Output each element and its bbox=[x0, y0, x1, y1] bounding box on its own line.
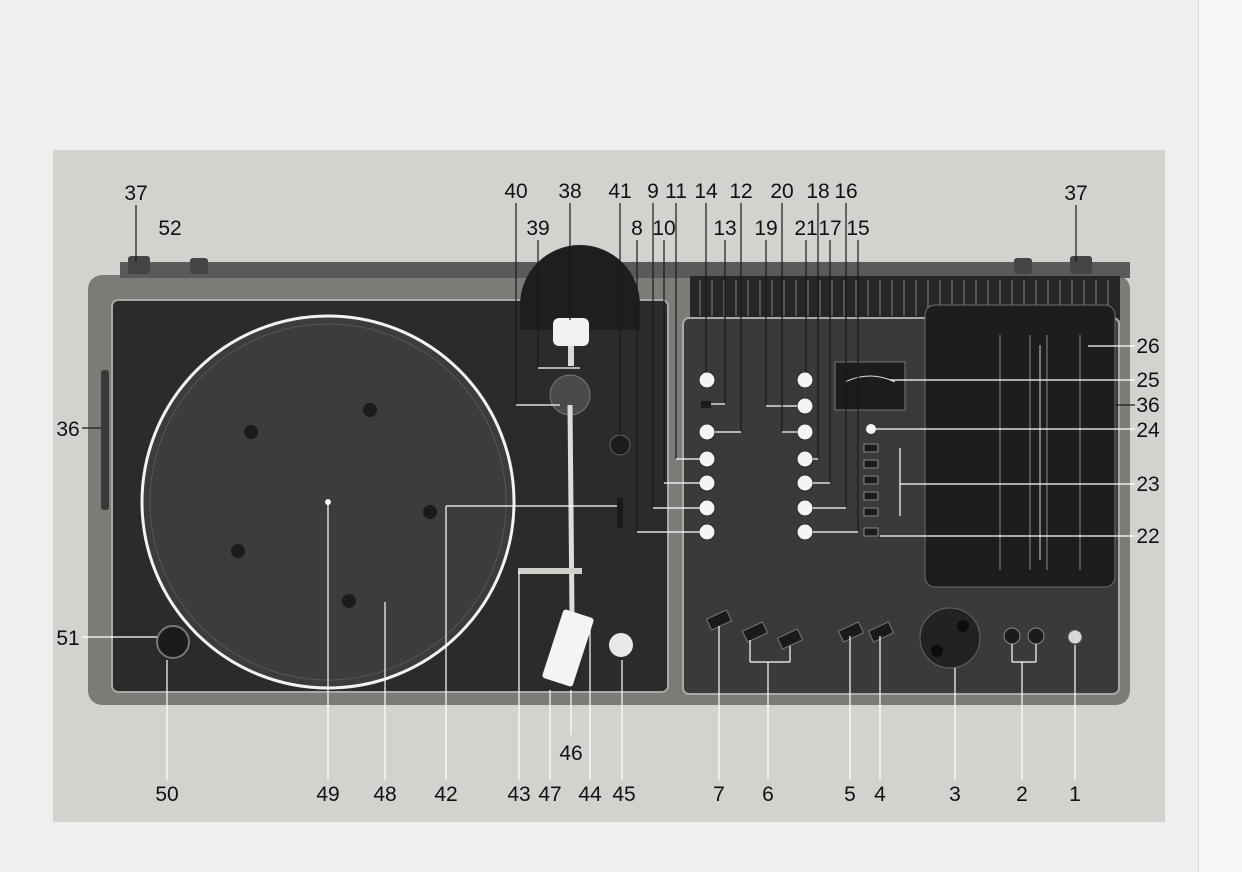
platter-pad bbox=[244, 425, 258, 439]
callout-43: 43 bbox=[507, 783, 530, 806]
button-17[interactable] bbox=[796, 474, 814, 492]
callout-labels: 37 52 40 39 38 41 8 9 10 11 14 13 12 19 … bbox=[56, 180, 1160, 806]
platter-pad bbox=[423, 505, 437, 519]
counterweight[interactable] bbox=[553, 318, 589, 346]
socket-2a[interactable] bbox=[1003, 627, 1021, 645]
socket-2b[interactable] bbox=[1027, 627, 1045, 645]
lid-clip-left bbox=[190, 258, 208, 274]
callout-42: 42 bbox=[434, 783, 457, 806]
headphone-socket[interactable] bbox=[919, 607, 981, 669]
power-button[interactable] bbox=[1067, 629, 1083, 645]
button-11[interactable] bbox=[698, 450, 716, 468]
callout-22: 22 bbox=[1136, 525, 1159, 548]
grille-slots bbox=[699, 280, 1109, 316]
button-12[interactable] bbox=[698, 423, 716, 441]
socket-pin bbox=[957, 620, 969, 632]
callout-15: 15 bbox=[846, 217, 869, 240]
callout-51: 51 bbox=[56, 627, 79, 650]
callout-12: 12 bbox=[729, 180, 752, 203]
button-20[interactable] bbox=[796, 397, 814, 415]
callout-50: 50 bbox=[155, 783, 178, 806]
callout-10: 10 bbox=[652, 217, 675, 240]
counterweight-stem bbox=[568, 346, 574, 366]
callout-52: 52 bbox=[158, 217, 181, 240]
callout-3: 3 bbox=[949, 783, 961, 806]
button-10[interactable] bbox=[698, 474, 716, 492]
callout-2: 2 bbox=[1016, 783, 1028, 806]
callout-16: 16 bbox=[834, 180, 857, 203]
callout-19: 19 bbox=[754, 217, 777, 240]
callout-49: 49 bbox=[316, 783, 339, 806]
page-edge bbox=[1198, 0, 1242, 872]
platter-pad bbox=[363, 403, 377, 417]
callout-4: 4 bbox=[874, 783, 886, 806]
callout-47: 47 bbox=[538, 783, 561, 806]
callout-11: 11 bbox=[665, 180, 687, 203]
platter-pad bbox=[231, 544, 245, 558]
dial-scale-lines bbox=[999, 335, 1081, 570]
lid-clip-right bbox=[1014, 258, 1032, 274]
callout-8: 8 bbox=[631, 217, 643, 240]
cue-lever[interactable] bbox=[617, 498, 623, 528]
callout-14: 14 bbox=[694, 180, 718, 203]
level-meter bbox=[834, 361, 906, 411]
button-19[interactable] bbox=[796, 423, 814, 441]
callout-9: 9 bbox=[647, 180, 659, 203]
button-14[interactable] bbox=[698, 371, 716, 389]
callout-36-left: 36 bbox=[56, 418, 79, 441]
callout-18: 18 bbox=[806, 180, 829, 203]
leader-lines bbox=[82, 203, 1135, 780]
callout-37-right: 37 bbox=[1064, 182, 1087, 205]
tonearm-base-cover bbox=[520, 245, 640, 330]
button-8[interactable] bbox=[698, 523, 716, 541]
callout-21: 21 bbox=[794, 217, 817, 240]
callout-23: 23 bbox=[1136, 473, 1159, 496]
callout-20: 20 bbox=[770, 180, 793, 203]
callout-5: 5 bbox=[844, 783, 856, 806]
callout-13: 13 bbox=[713, 217, 736, 240]
callout-25: 25 bbox=[1136, 369, 1159, 392]
callout-44: 44 bbox=[578, 783, 602, 806]
speed-knob[interactable] bbox=[609, 434, 631, 456]
callout-41: 41 bbox=[608, 180, 631, 203]
callout-6: 6 bbox=[762, 783, 774, 806]
lid-hinge-left bbox=[128, 256, 150, 274]
indicator-24 bbox=[866, 424, 876, 434]
socket-pin bbox=[931, 645, 943, 657]
sliders[interactable] bbox=[705, 609, 895, 650]
adapter-holder bbox=[156, 625, 190, 659]
platter-pad bbox=[342, 594, 356, 608]
lid-hinge-right bbox=[1070, 256, 1092, 274]
button-15[interactable] bbox=[796, 523, 814, 541]
callout-7: 7 bbox=[713, 783, 725, 806]
callout-1: 1 bbox=[1069, 783, 1081, 806]
callout-38: 38 bbox=[558, 180, 581, 203]
band-buttons[interactable] bbox=[863, 443, 879, 537]
arm-rest bbox=[518, 568, 582, 574]
button-21[interactable] bbox=[796, 371, 814, 389]
callout-48: 48 bbox=[373, 783, 396, 806]
callout-46: 46 bbox=[559, 742, 582, 765]
callout-17: 17 bbox=[818, 217, 841, 240]
callout-40: 40 bbox=[504, 180, 527, 203]
callout-26: 26 bbox=[1136, 335, 1159, 358]
callout-24: 24 bbox=[1136, 419, 1160, 442]
button-13[interactable] bbox=[701, 401, 711, 408]
tonearm[interactable] bbox=[567, 404, 575, 616]
button-16[interactable] bbox=[796, 499, 814, 517]
button-18[interactable] bbox=[796, 450, 814, 468]
carry-handle-left bbox=[101, 370, 109, 510]
callout-45: 45 bbox=[612, 783, 635, 806]
headshell[interactable] bbox=[542, 609, 595, 687]
callout-39: 39 bbox=[526, 217, 549, 240]
callout-37-left: 37 bbox=[124, 182, 147, 205]
tuning-dial-window bbox=[924, 304, 1116, 588]
callout-36-right: 36 bbox=[1136, 394, 1159, 417]
start-stop-knob[interactable] bbox=[609, 633, 633, 657]
button-9[interactable] bbox=[698, 499, 716, 517]
